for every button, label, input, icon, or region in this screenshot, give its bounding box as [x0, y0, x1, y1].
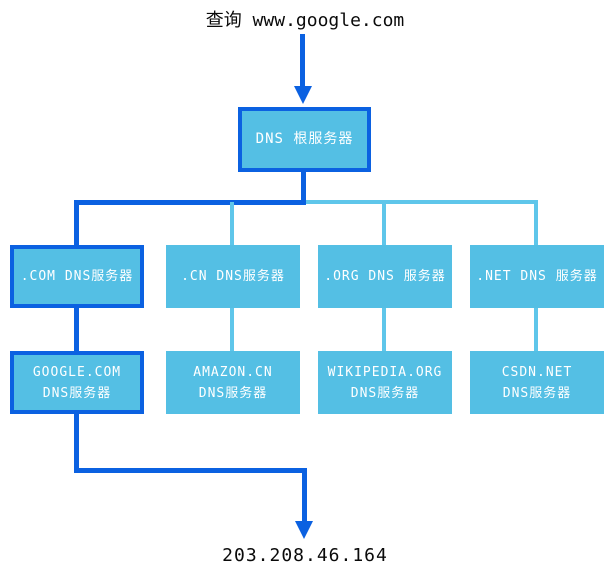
- node-label-line2: DNS服务器: [502, 385, 572, 401]
- node-label: .ORG DNS 服务器: [324, 269, 446, 284]
- node-label: .COM DNS服务器: [20, 269, 134, 284]
- node-dns-root-server: DNS 根服务器: [238, 107, 371, 172]
- net-to-csdn-line: [534, 306, 538, 352]
- node-label: .CN DNS服务器: [181, 269, 285, 284]
- cn-to-amazon-line: [230, 306, 234, 352]
- node-net-dns-server: .NET DNS 服务器: [470, 245, 604, 308]
- drop-cn-line: [230, 202, 234, 245]
- arrow-down-icon: [295, 521, 313, 539]
- node-label: DNS 根服务器: [255, 131, 354, 147]
- node-wikipedia-org-dns-server: WIKIPEDIA.ORG DNS服务器: [318, 351, 452, 414]
- node-label-line1: WIKIPEDIA.ORG: [327, 364, 443, 380]
- query-to-root-arrow-line: [300, 34, 305, 87]
- bus-line-dark: [74, 200, 306, 205]
- arrow-down-icon: [294, 86, 312, 104]
- node-label-line2: DNS服务器: [198, 385, 268, 401]
- result-ip-label: 203.208.46.164: [222, 545, 388, 566]
- google-to-result-line-v1: [74, 412, 79, 472]
- node-org-dns-server: .ORG DNS 服务器: [318, 245, 452, 308]
- node-label: .NET DNS 服务器: [476, 269, 598, 284]
- node-com-dns-server: .COM DNS服务器: [10, 245, 144, 308]
- node-label-line1: GOOGLE.COM: [32, 364, 122, 380]
- query-label: 查询 www.google.com: [205, 10, 405, 31]
- drop-com-line: [74, 202, 79, 245]
- node-google-com-dns-server: GOOGLE.COM DNS服务器: [10, 351, 144, 414]
- node-amazon-cn-dns-server: AMAZON.CN DNS服务器: [166, 351, 300, 414]
- node-label-line2: DNS服务器: [350, 385, 420, 401]
- node-label-line1: AMAZON.CN: [193, 364, 273, 380]
- bus-line-light: [304, 200, 538, 204]
- drop-org-line: [382, 202, 386, 245]
- google-to-result-line-v2: [302, 468, 307, 522]
- node-label-line1: CSDN.NET: [501, 364, 573, 380]
- node-cn-dns-server: .CN DNS服务器: [166, 245, 300, 308]
- com-to-google-line: [74, 306, 79, 352]
- node-csdn-net-dns-server: CSDN.NET DNS服务器: [470, 351, 604, 414]
- drop-net-line: [534, 202, 538, 245]
- node-label-line2: DNS服务器: [42, 385, 112, 401]
- google-to-result-line-h: [74, 468, 307, 473]
- org-to-wikipedia-line: [382, 306, 386, 352]
- root-stem-line: [301, 170, 306, 202]
